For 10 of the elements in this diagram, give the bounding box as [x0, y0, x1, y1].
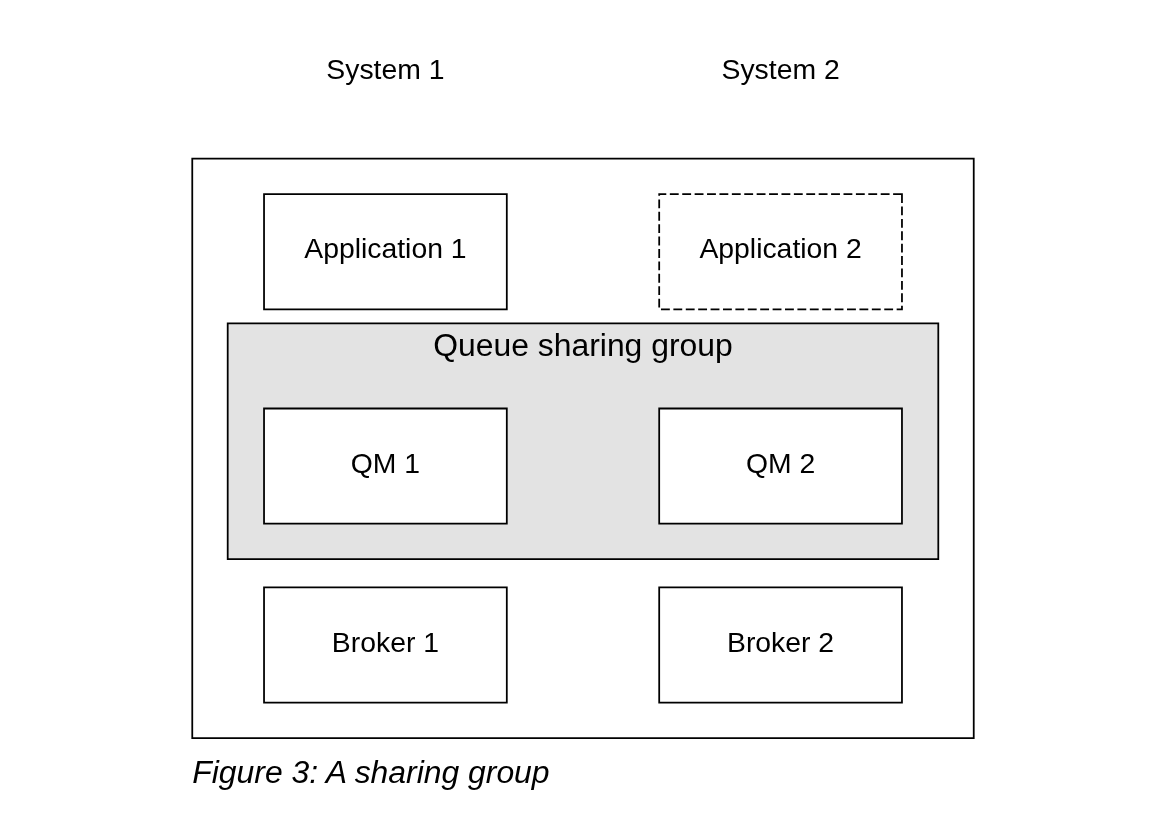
node-box: Broker 2 [657, 586, 903, 704]
node-box: Application 2 [657, 193, 903, 311]
node-box: QM 1 [262, 407, 508, 525]
cluster [190, 157, 975, 739]
node-box: Application 1 [262, 193, 508, 311]
node-box: QM 2 [657, 407, 903, 525]
label: System 2 [721, 53, 840, 86]
caption: Figure 3: A sharing group [191, 754, 550, 791]
node-box: Broker 1 [262, 586, 508, 704]
label: System 1 [325, 53, 444, 86]
